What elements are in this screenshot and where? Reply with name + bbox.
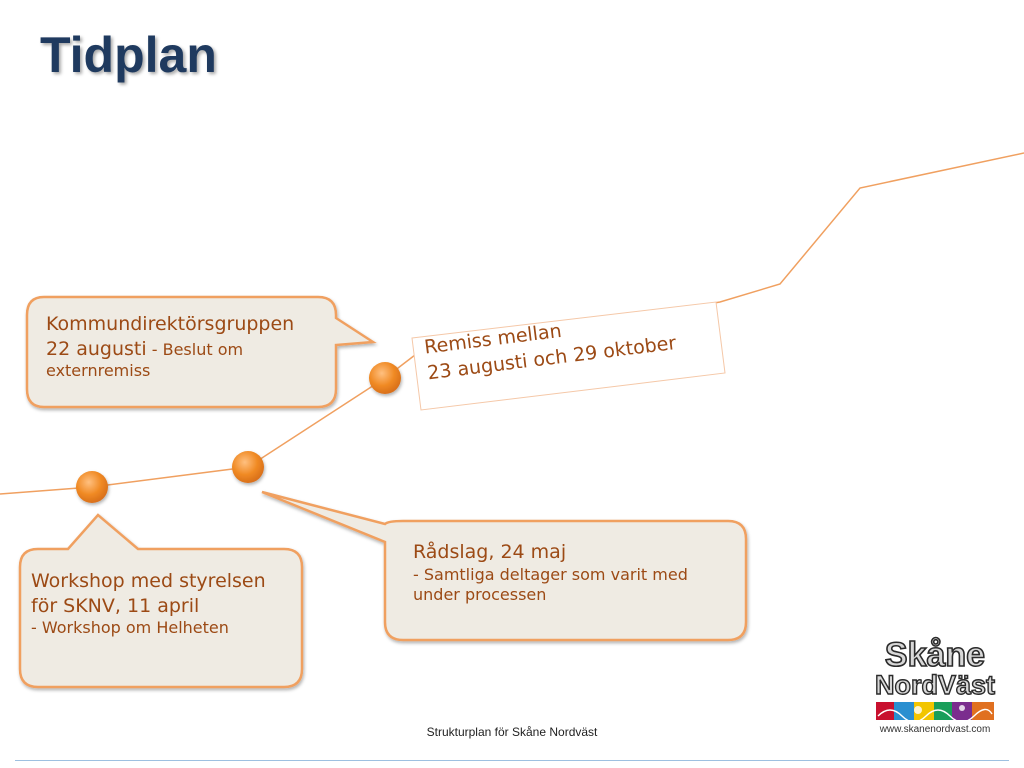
logo-url: www.skanenordvast.com <box>879 724 991 735</box>
workshop-bubble <box>18 513 304 689</box>
milestone-workshop <box>76 471 108 503</box>
logo-color-band <box>876 702 994 723</box>
slide-title: Tidplan <box>40 27 217 83</box>
skane-nordvast-logo: Skåne NordVäst <box>874 636 996 723</box>
kommun-desc-2: externremiss <box>46 361 151 381</box>
kommun-title: Kommundirektörsgruppen <box>46 313 295 335</box>
footer-divider <box>15 760 1009 761</box>
kommun-text: Kommundirektörsgruppen 22 augusti - Besl… <box>46 312 294 382</box>
logo-line2: NordVäst <box>875 670 995 700</box>
footer-text: Strukturplan för Skåne Nordväst <box>426 725 598 739</box>
workshop-title: Workshop med styrelsen <box>31 570 266 592</box>
milestone-radslag <box>232 451 264 483</box>
radslag-text: Rådslag, 24 maj - Samtliga deltager som … <box>413 540 688 606</box>
kommun-desc: - Beslut om <box>151 339 244 359</box>
logo-line1: Skåne <box>885 636 985 674</box>
radslag-bubble <box>261 490 748 642</box>
kommun-bubble <box>25 295 377 409</box>
milestone-kommun <box>369 362 401 394</box>
kommun-date: 22 augusti <box>46 337 147 360</box>
workshop-text: Workshop med styrelsen för SKNV, 11 apri… <box>31 569 266 639</box>
remiss-box <box>411 301 726 411</box>
workshop-date: för SKNV, 11 april <box>31 594 200 617</box>
radslag-title: Rådslag, 24 maj <box>413 541 567 563</box>
radslag-desc-2: under processen <box>413 585 547 605</box>
radslag-desc: - Samtliga deltager som varit med <box>413 564 688 584</box>
workshop-desc: - Workshop om Helheten <box>31 618 229 638</box>
